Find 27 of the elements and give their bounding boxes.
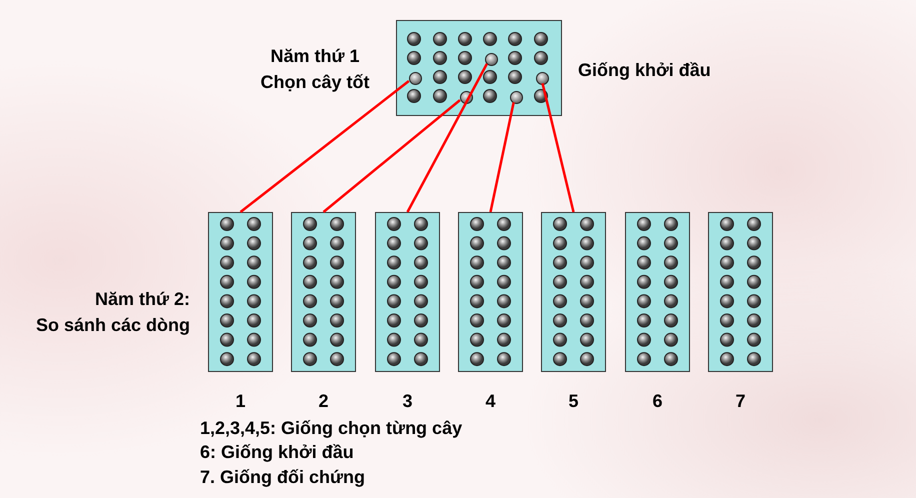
plot-box <box>375 212 440 372</box>
plot-number: 3 <box>401 390 414 413</box>
connector-line <box>541 83 575 212</box>
node-label: Năm thứ 1 Chọn cây tốt <box>259 45 370 94</box>
plant-dot <box>536 72 548 84</box>
plot-number: 1 <box>234 390 246 413</box>
note: 7. Giống đối chứng <box>200 466 366 489</box>
note: 6: Giống khởi đầu <box>200 441 354 464</box>
plot-box <box>625 212 690 372</box>
connector-line <box>322 99 461 213</box>
plot-box <box>541 212 606 372</box>
plot-number: 4 <box>484 390 496 413</box>
plant-dot <box>484 52 498 66</box>
plot-box <box>708 212 773 372</box>
plot-box <box>208 212 273 372</box>
caption: Năm thứ 2: So sánh các dòng <box>34 288 190 337</box>
plot-box <box>291 212 356 372</box>
seed-lot-box <box>396 20 562 116</box>
plot-number: 6 <box>651 390 664 413</box>
plant-dot <box>510 90 522 104</box>
plant-dot <box>408 72 422 84</box>
plot-number: 7 <box>734 390 746 413</box>
node-label: Giống khởi đầu <box>578 59 711 82</box>
note: 1,2,3,4,5: Giống chọn từng cây <box>200 417 462 440</box>
plot-box <box>458 212 523 372</box>
plot-number: 5 <box>567 390 580 413</box>
plot-number: 2 <box>317 390 330 413</box>
